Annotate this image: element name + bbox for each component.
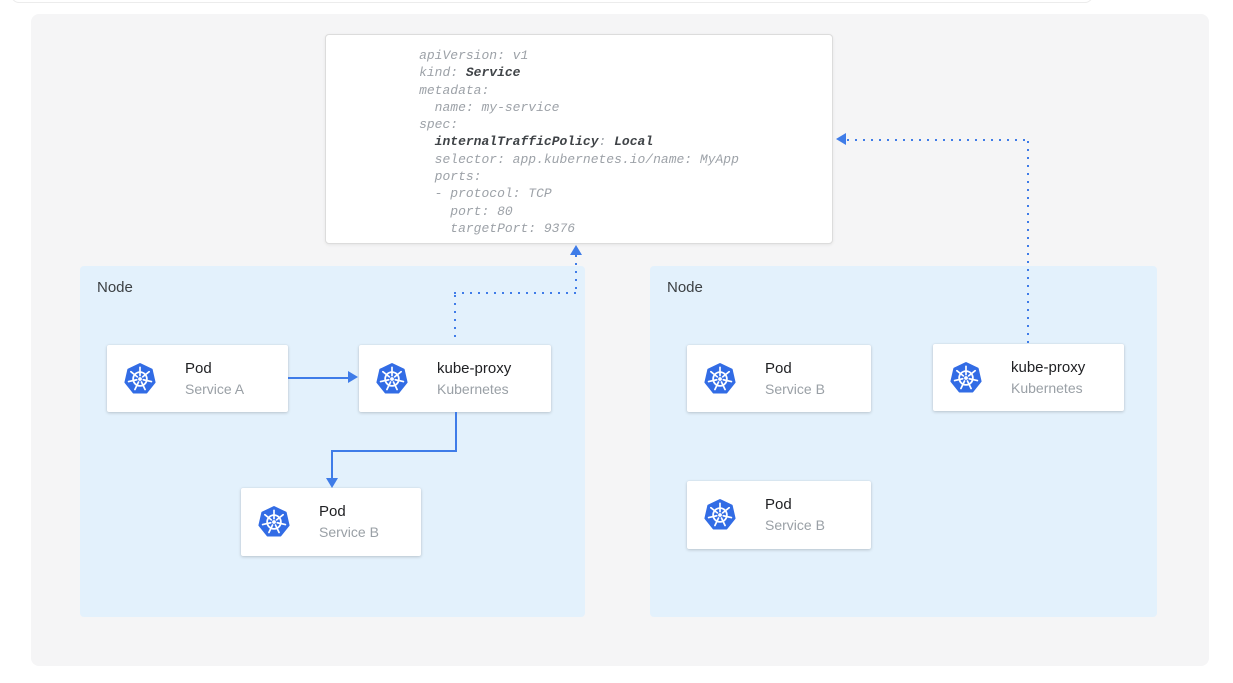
card-subtitle: Service B [319,524,379,540]
yaml-line: name: my-service [419,99,560,115]
kubernetes-logo-icon [122,361,158,397]
arrow-kubeproxy-to-pod-b-seg2 [331,450,457,452]
card-pod-service-b-right-bottom: Pod Service B [687,481,871,549]
card-title: Pod [185,359,212,377]
kubernetes-logo-icon [256,504,292,540]
yaml-line: port: 80 [419,203,513,219]
yaml-line: kind: Service [419,65,521,81]
arrow-pod-a-to-kubeproxy-head [348,371,358,383]
kubernetes-logo-icon [702,497,738,533]
dotted-right-kubeproxy-seg1 [1027,141,1029,343]
node-left-label: Node [97,279,133,296]
dotted-right-kubeproxy-head [836,133,846,145]
card-title: Pod [765,359,792,377]
card-title: kube-proxy [437,359,512,377]
node-left: Node [80,266,585,617]
yaml-line: apiVersion: v1 [419,48,529,63]
dotted-left-kubeproxy-seg2 [454,292,576,294]
kubernetes-logo-icon [374,361,410,397]
card-title: Pod [319,503,346,520]
yaml-line: selector: app.kubernetes.io/name: MyApp [419,151,739,167]
dotted-left-kubeproxy-seg3 [575,255,577,292]
kubernetes-logo-icon [702,361,738,397]
card-title: kube-proxy [1011,358,1086,376]
card-kube-proxy-left: kube-proxy Kubernetes [359,345,551,412]
node-right-label: Node [667,279,703,296]
card-pod-service-b-left: Pod Service B [241,488,421,556]
arrow-pod-a-to-kubeproxy-line [288,377,349,379]
yaml-line: ports: [419,169,482,185]
node-right: Node [650,266,1157,617]
card-subtitle: Service A [185,380,245,397]
card-subtitle: Kubernetes [1011,379,1083,396]
top-divider [11,0,1093,3]
yaml-line: metadata: [419,82,490,98]
arrow-kubeproxy-to-pod-b-head [326,478,338,488]
arrow-kubeproxy-to-pod-b-seg3 [331,450,333,478]
kubernetes-logo-icon [948,360,984,396]
card-subtitle: Kubernetes [437,380,509,397]
dotted-right-kubeproxy-seg2 [847,139,1029,141]
card-title: Pod [765,496,792,513]
dotted-left-kubeproxy-seg1 [454,295,456,343]
dotted-left-kubeproxy-head [570,245,582,255]
card-subtitle: Service B [765,380,825,397]
card-subtitle: Service B [765,517,825,533]
yaml-line: internalTrafficPolicy: Local [434,134,654,150]
yaml-line: spec: [419,117,459,133]
card-pod-service-b-right-top: Pod Service B [687,345,871,412]
yaml-line: targetPort: 9376 [419,220,576,236]
arrow-kubeproxy-to-pod-b-seg1 [455,412,457,452]
yaml-line: - protocol: TCP [419,186,552,202]
card-kube-proxy-right: kube-proxy Kubernetes [933,344,1124,411]
card-pod-service-a: Pod Service A [107,345,288,412]
